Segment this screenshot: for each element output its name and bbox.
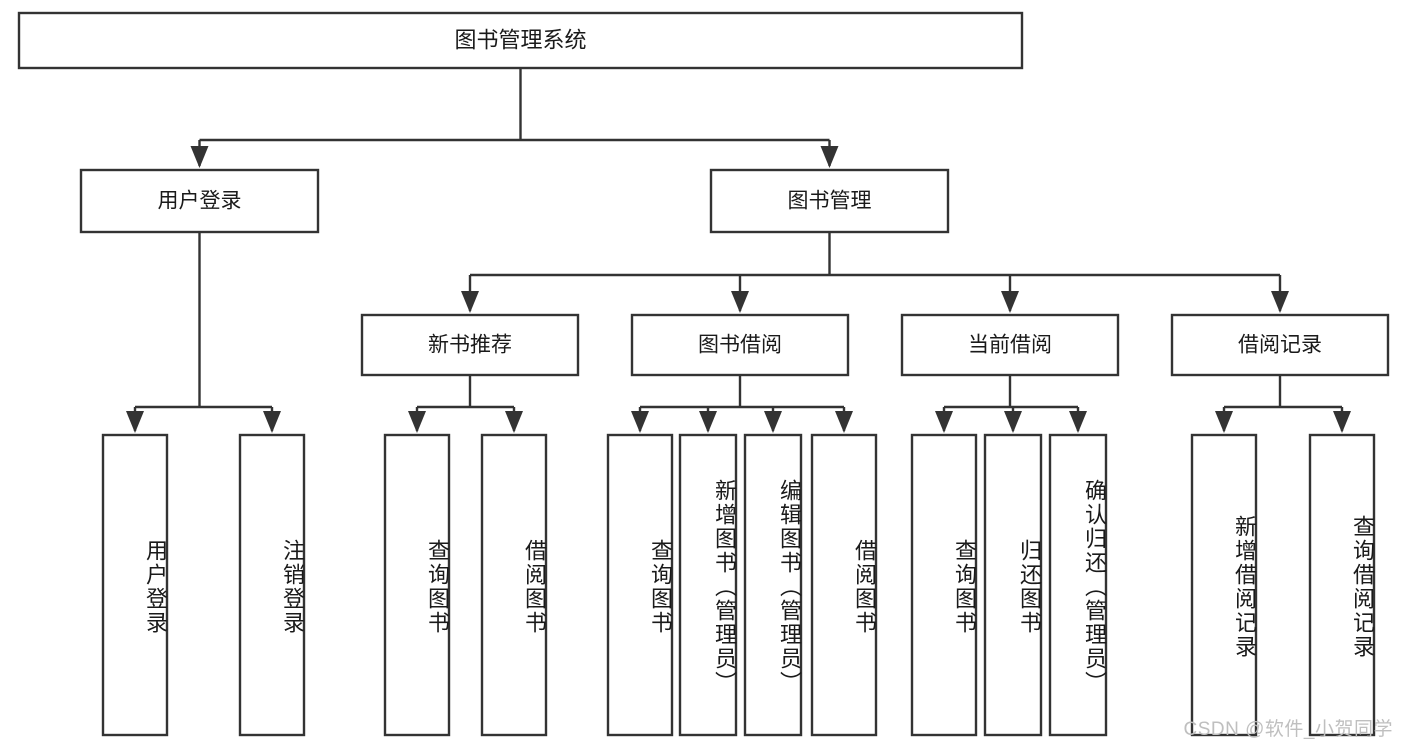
leaf-node-11-box[interactable] xyxy=(1190,433,1258,737)
leaf-node-7[interactable] xyxy=(810,433,878,737)
node-level3-2-box[interactable] xyxy=(900,313,1120,377)
arrow-head-icon xyxy=(505,411,523,433)
node-level2-1-label: 图书管理 xyxy=(788,190,872,213)
node-level3-1-label: 图书借阅 xyxy=(698,334,782,357)
node-level3-1-box[interactable] xyxy=(630,313,850,377)
node-level2-1-box[interactable] xyxy=(709,168,950,234)
node-level3-3-box[interactable] xyxy=(1170,313,1390,377)
arrow-head-icon xyxy=(835,411,853,433)
arrow-head-icon xyxy=(408,411,426,433)
arrow-head-icon xyxy=(1004,411,1022,433)
node-level3-0-label: 新书推荐 xyxy=(428,334,512,357)
leaf-node-6[interactable] xyxy=(743,433,803,737)
leaf-node-6-box[interactable] xyxy=(743,433,803,737)
node-level2-0[interactable]: 用户登录 xyxy=(79,168,320,234)
node-root-label: 图书管理系统 xyxy=(454,27,586,52)
leaf-node-9-box[interactable] xyxy=(983,433,1043,737)
leaf-node-10-box[interactable] xyxy=(1048,433,1108,737)
arrow-head-icon xyxy=(1271,291,1289,313)
leaf-node-5-box[interactable] xyxy=(678,433,738,737)
leaf-node-11[interactable] xyxy=(1190,433,1258,737)
arrow-head-icon xyxy=(631,411,649,433)
leaf-node-9[interactable] xyxy=(983,433,1043,737)
leaf-node-12-box[interactable] xyxy=(1308,433,1376,737)
node-level3-1[interactable]: 图书借阅 xyxy=(630,313,850,377)
watermark-text: CSDN @软件_小贺同学 xyxy=(1183,719,1393,740)
leaf-node-2-box[interactable] xyxy=(383,433,451,737)
node-root-box[interactable] xyxy=(17,11,1024,70)
leaf-node-1[interactable] xyxy=(238,433,306,737)
node-level3-0[interactable]: 新书推荐 xyxy=(360,313,580,377)
leaf-node-7-box[interactable] xyxy=(810,433,878,737)
leaf-node-12[interactable] xyxy=(1308,433,1376,737)
node-level3-3-label: 借阅记录 xyxy=(1238,334,1322,357)
leaf-node-5[interactable] xyxy=(678,433,738,737)
arrow-head-icon xyxy=(820,146,839,168)
node-level3-2-label: 当前借阅 xyxy=(968,334,1052,357)
arrow-head-icon xyxy=(764,411,782,433)
leaf-node-10[interactable] xyxy=(1048,433,1108,737)
connectors-layer xyxy=(126,68,1351,433)
arrow-head-icon xyxy=(126,411,144,433)
node-root[interactable]: 图书管理系统 xyxy=(17,11,1024,70)
arrow-head-icon xyxy=(1333,411,1351,433)
leaf-node-1-box[interactable] xyxy=(238,433,306,737)
leaf-node-0-box[interactable] xyxy=(101,433,169,737)
arrow-head-icon xyxy=(731,291,749,313)
node-level3-0-box[interactable] xyxy=(360,313,580,377)
arrow-head-icon xyxy=(1069,411,1087,433)
arrow-head-icon xyxy=(190,146,209,168)
arrow-head-icon xyxy=(935,411,953,433)
arrow-head-icon xyxy=(699,411,717,433)
leaf-node-3[interactable] xyxy=(480,433,548,737)
arrow-head-icon xyxy=(461,291,479,313)
leaf-node-8-box[interactable] xyxy=(910,433,978,737)
arrow-head-icon xyxy=(1001,291,1019,313)
node-level3-3[interactable]: 借阅记录 xyxy=(1170,313,1390,377)
leaf-node-4-box[interactable] xyxy=(606,433,674,737)
leaf-node-8[interactable] xyxy=(910,433,978,737)
node-level2-0-label: 用户登录 xyxy=(158,190,242,213)
leaf-node-0[interactable] xyxy=(101,433,169,737)
leaf-node-2[interactable] xyxy=(383,433,451,737)
arrow-head-icon xyxy=(263,411,281,433)
leaf-node-4[interactable] xyxy=(606,433,674,737)
leaf-node-3-box[interactable] xyxy=(480,433,548,737)
node-level2-1[interactable]: 图书管理 xyxy=(709,168,950,234)
node-level2-0-box[interactable] xyxy=(79,168,320,234)
node-level3-2[interactable]: 当前借阅 xyxy=(900,313,1120,377)
arrow-head-icon xyxy=(1215,411,1233,433)
